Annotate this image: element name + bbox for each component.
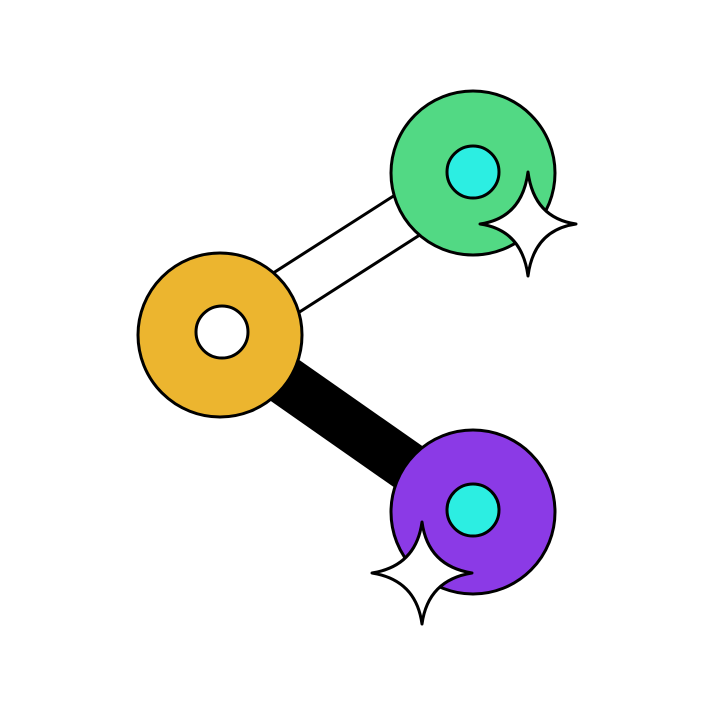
hub-node xyxy=(136,251,304,419)
hub-node-center xyxy=(194,304,250,360)
sparkle-icon xyxy=(370,520,474,626)
bottom-node-center xyxy=(445,482,501,538)
sparkle-icon xyxy=(478,170,578,278)
top-node-center xyxy=(445,144,501,200)
